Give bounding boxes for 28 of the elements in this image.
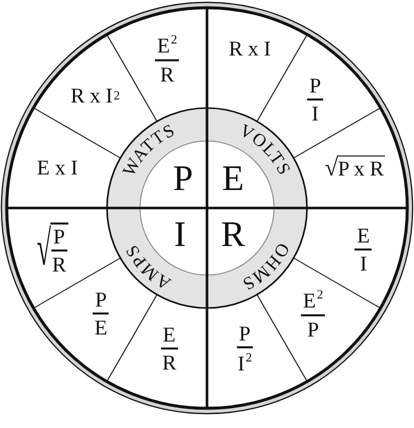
numerator: E [355, 225, 372, 250]
denominator: I [358, 250, 368, 274]
denominator: E [94, 314, 108, 339]
radicand: P x R [336, 156, 385, 180]
denominator: R [161, 350, 178, 374]
quantity-band [206, 107, 308, 209]
formula-text: R x I [228, 38, 271, 60]
radical-sign: √ [324, 156, 338, 181]
formula-text: R x I$^{2}$ [70, 86, 120, 107]
quantity-band [106, 207, 208, 309]
numerator: E$^{2}$ [301, 288, 326, 316]
quantity-symbol: I [174, 216, 186, 252]
numerator: E$^{2}$ [155, 34, 180, 61]
formula-text: E x I [36, 157, 78, 178]
numerator: P [236, 323, 253, 348]
denominator: P [306, 316, 320, 340]
numerator: E [160, 324, 178, 350]
radical-sign: √ [36, 224, 52, 274]
numerator: P [307, 75, 324, 100]
denominator: I [310, 100, 320, 124]
quantity-symbol: R [221, 216, 245, 252]
quantity-symbol: P [172, 160, 194, 196]
numerator: P [93, 290, 109, 315]
numerator: P [51, 226, 67, 252]
denominator: I$^{2}$ [236, 349, 253, 375]
quantity-symbol: E [222, 160, 244, 196]
denominator: R [51, 252, 68, 276]
denominator: R [159, 60, 176, 85]
